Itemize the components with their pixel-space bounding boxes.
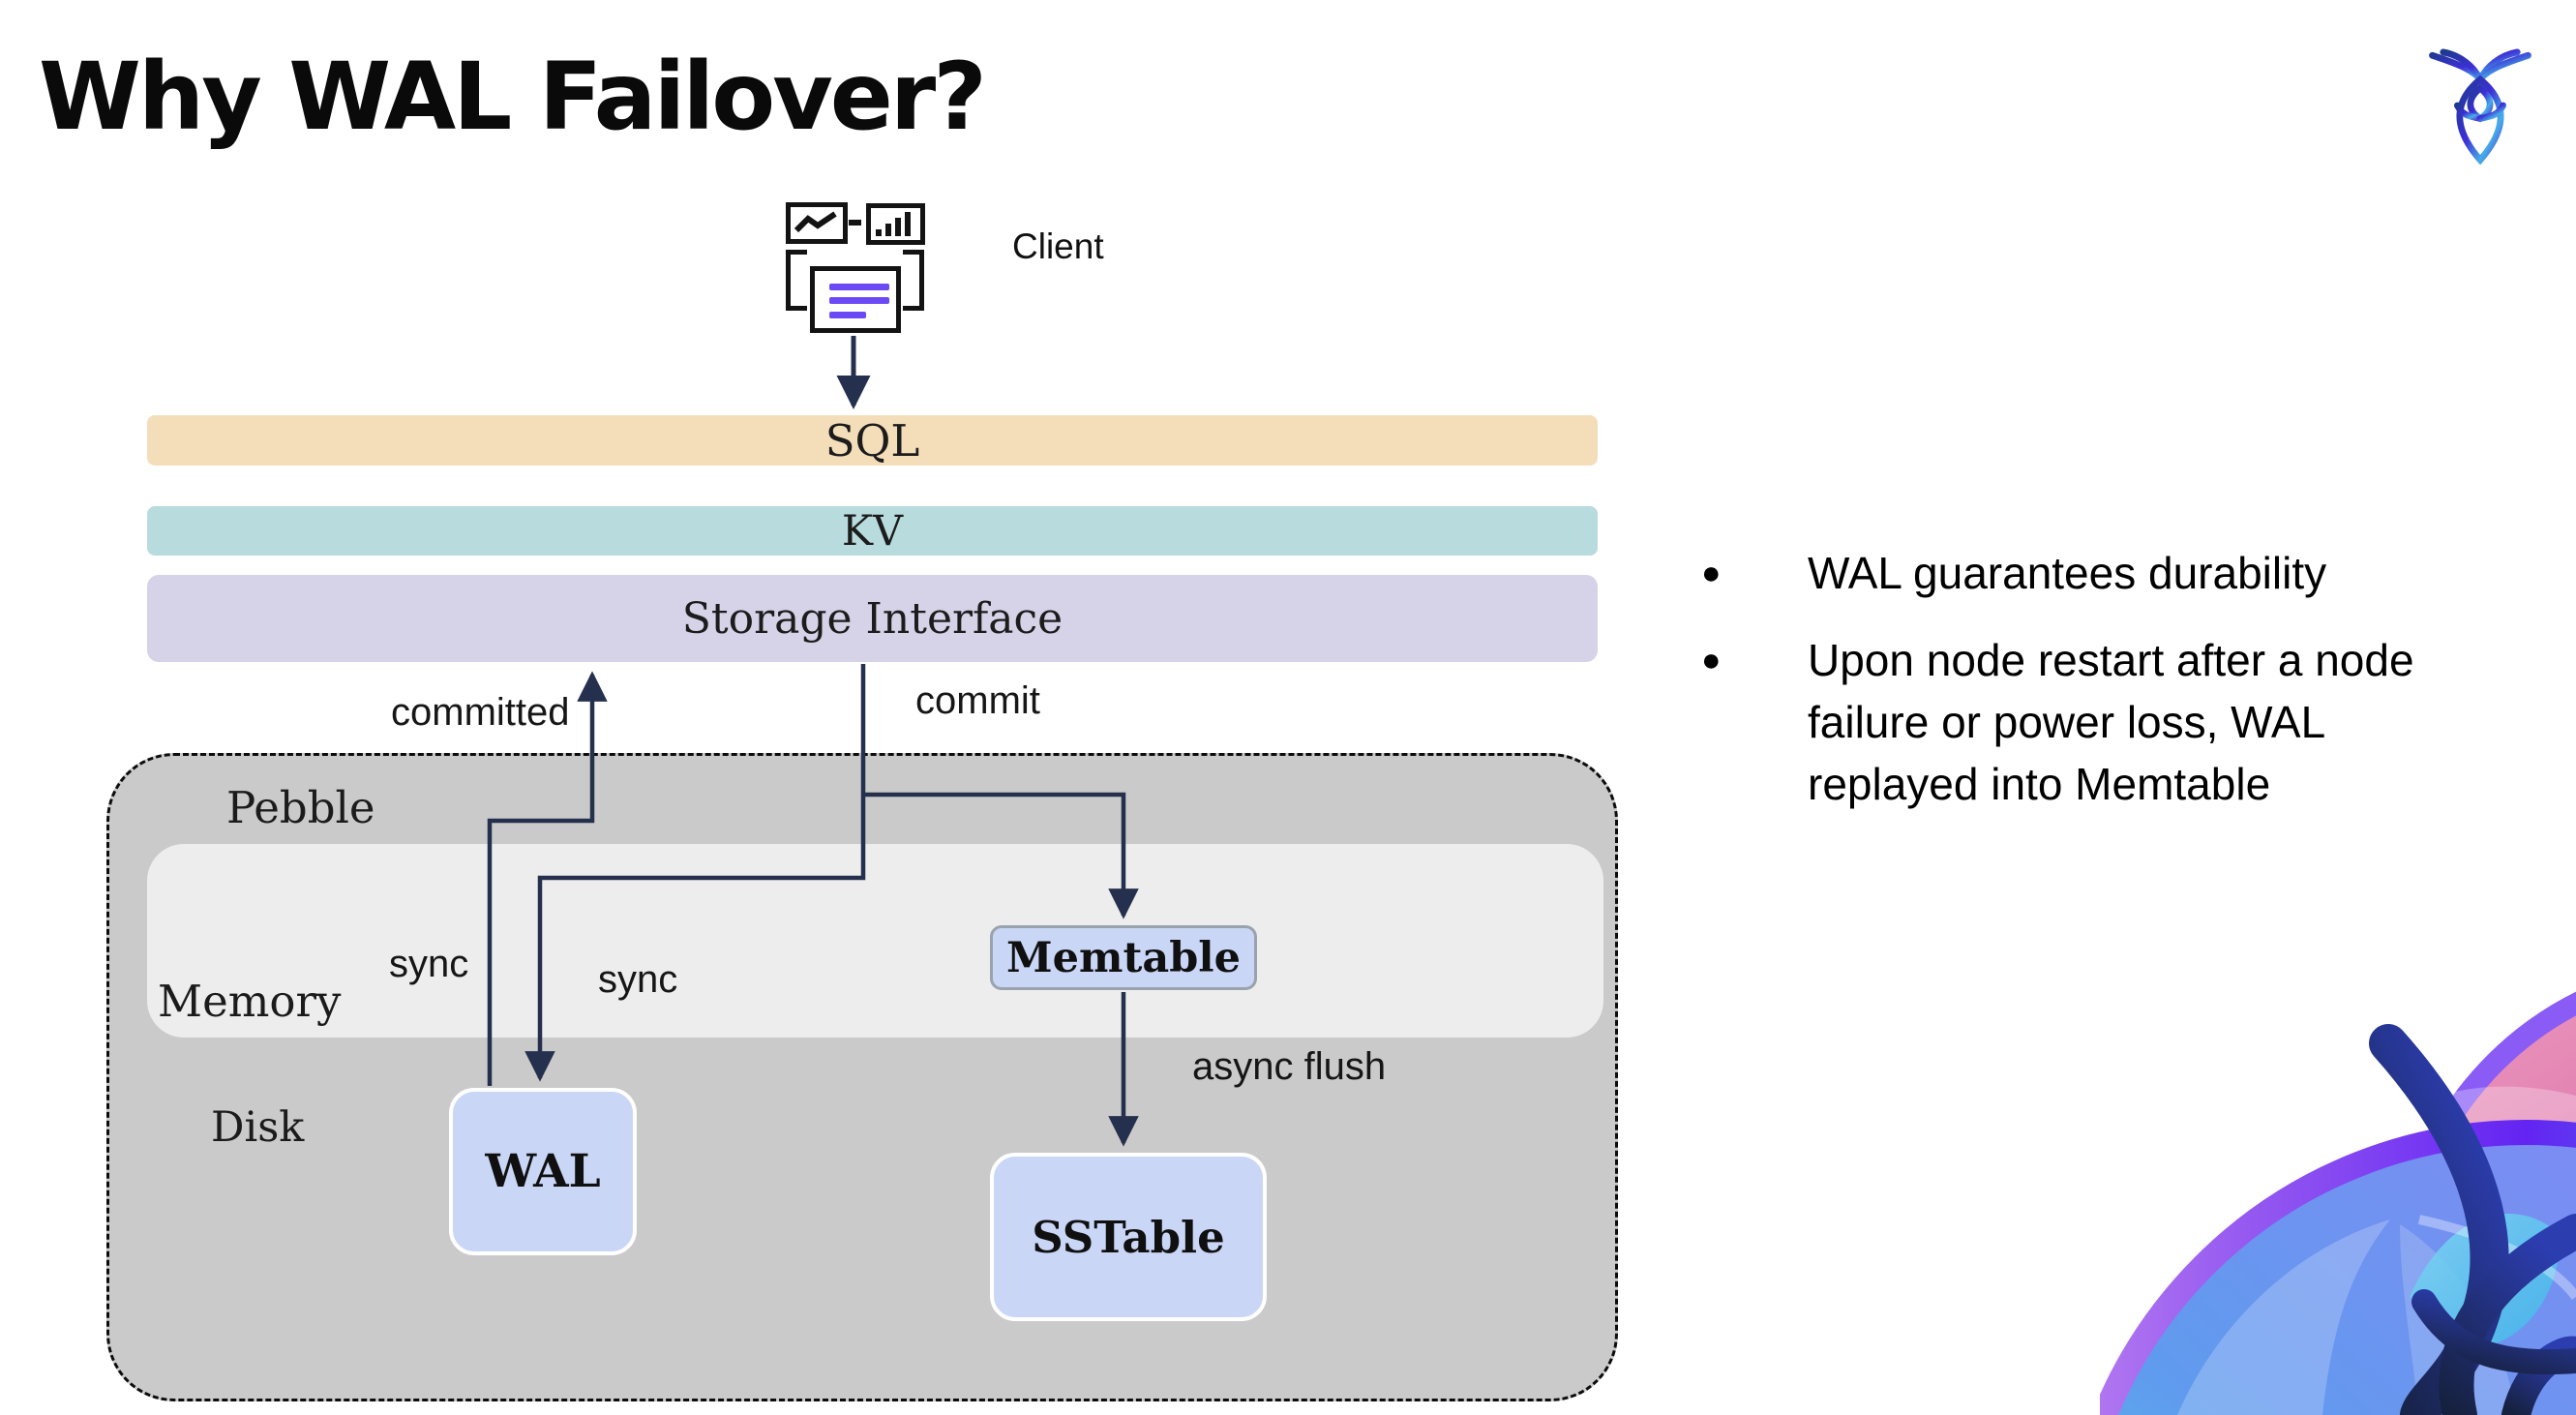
- icon-dash: [849, 220, 861, 226]
- memory-band: [147, 844, 1603, 1038]
- page-title: Why WAL Failover?: [39, 43, 987, 151]
- list-item: ● Upon node restart after a node failure…: [1701, 629, 2495, 815]
- layer-kv-label: KV: [841, 506, 904, 556]
- sstable-label: SSTable: [1032, 1211, 1225, 1263]
- edge-label-sync-right: sync: [598, 958, 678, 1001]
- client-label: Client: [1012, 226, 1104, 266]
- wal-label: WAL: [485, 1145, 601, 1198]
- memtable-label: Memtable: [1006, 933, 1241, 982]
- cockroachdb-logo-icon: [2429, 48, 2531, 166]
- bullet-icon: ●: [1701, 642, 1722, 678]
- sstable-box: SSTable: [990, 1153, 1267, 1321]
- edge-label-commit: commit: [915, 679, 1040, 722]
- bullet-text: WAL guarantees durability: [1808, 548, 2327, 598]
- bracket-left-icon: [786, 250, 807, 311]
- line-chart-icon: [786, 202, 848, 244]
- edge-label-committed: committed: [391, 691, 570, 734]
- pebble-label: Pebble: [226, 782, 375, 833]
- bullet-text: Upon node restart after a node failure o…: [1808, 635, 2414, 809]
- bracket-right-icon: [903, 250, 924, 311]
- layer-sql-label: SQL: [824, 414, 920, 467]
- wal-box: WAL: [449, 1088, 637, 1255]
- list-item: ● WAL guarantees durability: [1701, 542, 2495, 604]
- layer-storage-label: Storage Interface: [681, 593, 1063, 644]
- edge-label-sync-left: sync: [389, 943, 469, 985]
- layer-storage-interface: Storage Interface: [147, 575, 1598, 662]
- layer-sql: SQL: [147, 414, 1598, 467]
- bar-chart-icon: [866, 203, 925, 245]
- corner-brand-art: [2100, 991, 2576, 1415]
- bullet-list: ● WAL guarantees durability ● Upon node …: [1701, 542, 2495, 840]
- memtable-box: Memtable: [990, 925, 1257, 990]
- disk-label: Disk: [211, 1103, 305, 1152]
- sql-document-icon: [810, 266, 901, 333]
- memory-label: Memory: [158, 976, 342, 1027]
- layer-kv: KV: [147, 506, 1598, 556]
- bullet-icon: ●: [1701, 555, 1722, 591]
- edge-label-async-flush: async flush: [1192, 1045, 1387, 1088]
